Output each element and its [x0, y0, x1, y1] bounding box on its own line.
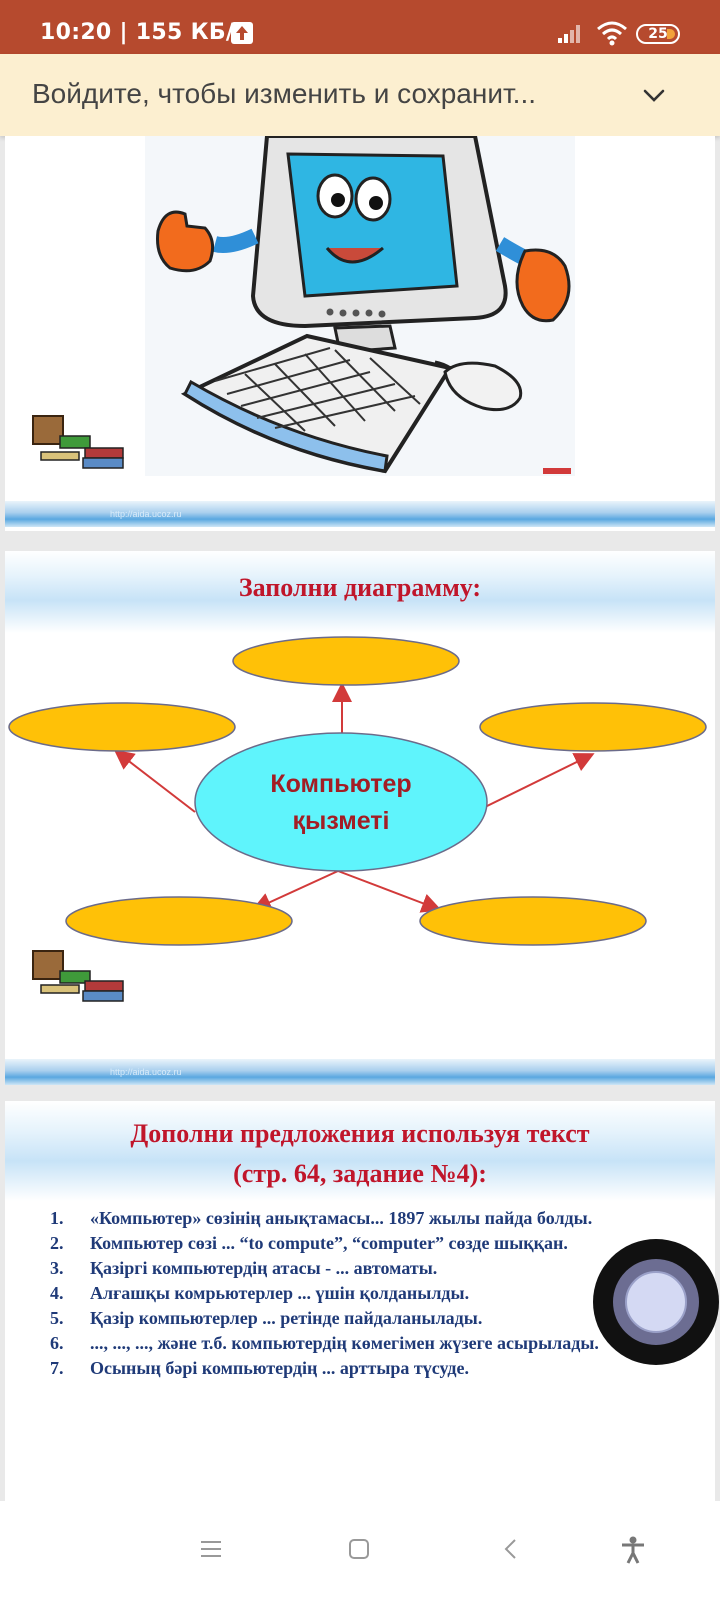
arrow-left — [113, 749, 196, 813]
battery-icon: 25 — [636, 24, 680, 44]
arrow-bottom-left — [251, 870, 339, 912]
arrow-right — [484, 753, 595, 808]
slide-exercise: Дополни предложения используя текст (стр… — [5, 1101, 715, 1501]
slide-url: http://aida.ucoz.ru — [110, 1067, 182, 1077]
wifi-icon — [596, 20, 628, 51]
home-icon[interactable] — [345, 1535, 373, 1568]
diagram-center-line1: Компьютер — [270, 770, 411, 798]
books-icon — [32, 950, 124, 1002]
slide-computer-image: http://aida.ucoz.ru — [5, 136, 715, 531]
diagram-node-bottom-left — [65, 896, 293, 946]
list-item: 6...., ..., ..., және т.б. компьютердің … — [50, 1333, 599, 1353]
floating-assist-button[interactable] — [593, 1239, 719, 1365]
login-banner[interactable]: Войдите, чтобы изменить и сохранит... — [0, 54, 720, 136]
slide-title-line1: Дополни предложения используя текст — [130, 1119, 590, 1148]
navigation-bar — [0, 1501, 720, 1600]
exercise-list: 1.«Компьютер» сөзінің анықтамасы... 1897… — [50, 1206, 660, 1381]
status-bar: 10:20 | 155 КБ/с 25 — [0, 0, 720, 54]
arrow-bottom-right — [337, 870, 442, 913]
diagram-node-bottom-right — [419, 896, 647, 946]
diagram-center-line2: қызметі — [293, 807, 390, 835]
slide-title-line2: (стр. 64, задание №4): — [233, 1159, 487, 1188]
slide-diagram: Заполни диаграмму: Компьютер қызметі — [5, 551, 715, 1085]
list-item: 3.Қазіргі компьютердің атасы - ... автом… — [50, 1258, 438, 1278]
diagram-node-top — [232, 636, 460, 686]
diagram-node-right — [479, 702, 707, 752]
slide-footer-strip: http://aida.ucoz.ru — [5, 1059, 715, 1085]
battery-level: 25 — [648, 26, 668, 42]
list-item: 1.«Компьютер» сөзінің анықтамасы... 1897… — [50, 1208, 593, 1228]
list-item: 2.Компьютер сөзі ... “to compute”, “comp… — [50, 1233, 568, 1253]
banner-text: Войдите, чтобы изменить и сохранит... — [32, 78, 537, 109]
status-time: 10:20 | 155 КБ/с — [40, 20, 248, 45]
slide-header-wave — [5, 551, 715, 633]
slide-title: Заполни диаграмму: — [238, 573, 482, 602]
diagram-node-left — [8, 702, 236, 752]
cartoon-computer-illustration — [32, 136, 575, 476]
diagram-center-node — [194, 732, 488, 872]
chevron-down-icon[interactable] — [640, 82, 668, 115]
diagram: Компьютер қызметі — [8, 636, 707, 1002]
slide-header-wave — [5, 1101, 715, 1201]
slide-footer-strip: http://aida.ucoz.ru — [5, 501, 715, 527]
list-item: 7.Осының бәрі компьютердің ... арттыра т… — [50, 1358, 469, 1378]
menu-icon[interactable] — [197, 1535, 225, 1568]
list-item: 5.Қазір компьютерлер ... ретінде пайдала… — [50, 1308, 483, 1328]
list-item: 4.Алғашқы комрьютерлер ... үшін қолданыл… — [50, 1283, 470, 1303]
accessibility-icon[interactable] — [618, 1535, 648, 1570]
signal-icon — [556, 22, 586, 49]
upload-icon — [231, 22, 253, 44]
back-icon[interactable] — [497, 1535, 525, 1568]
slide-url: http://aida.ucoz.ru — [110, 509, 182, 519]
